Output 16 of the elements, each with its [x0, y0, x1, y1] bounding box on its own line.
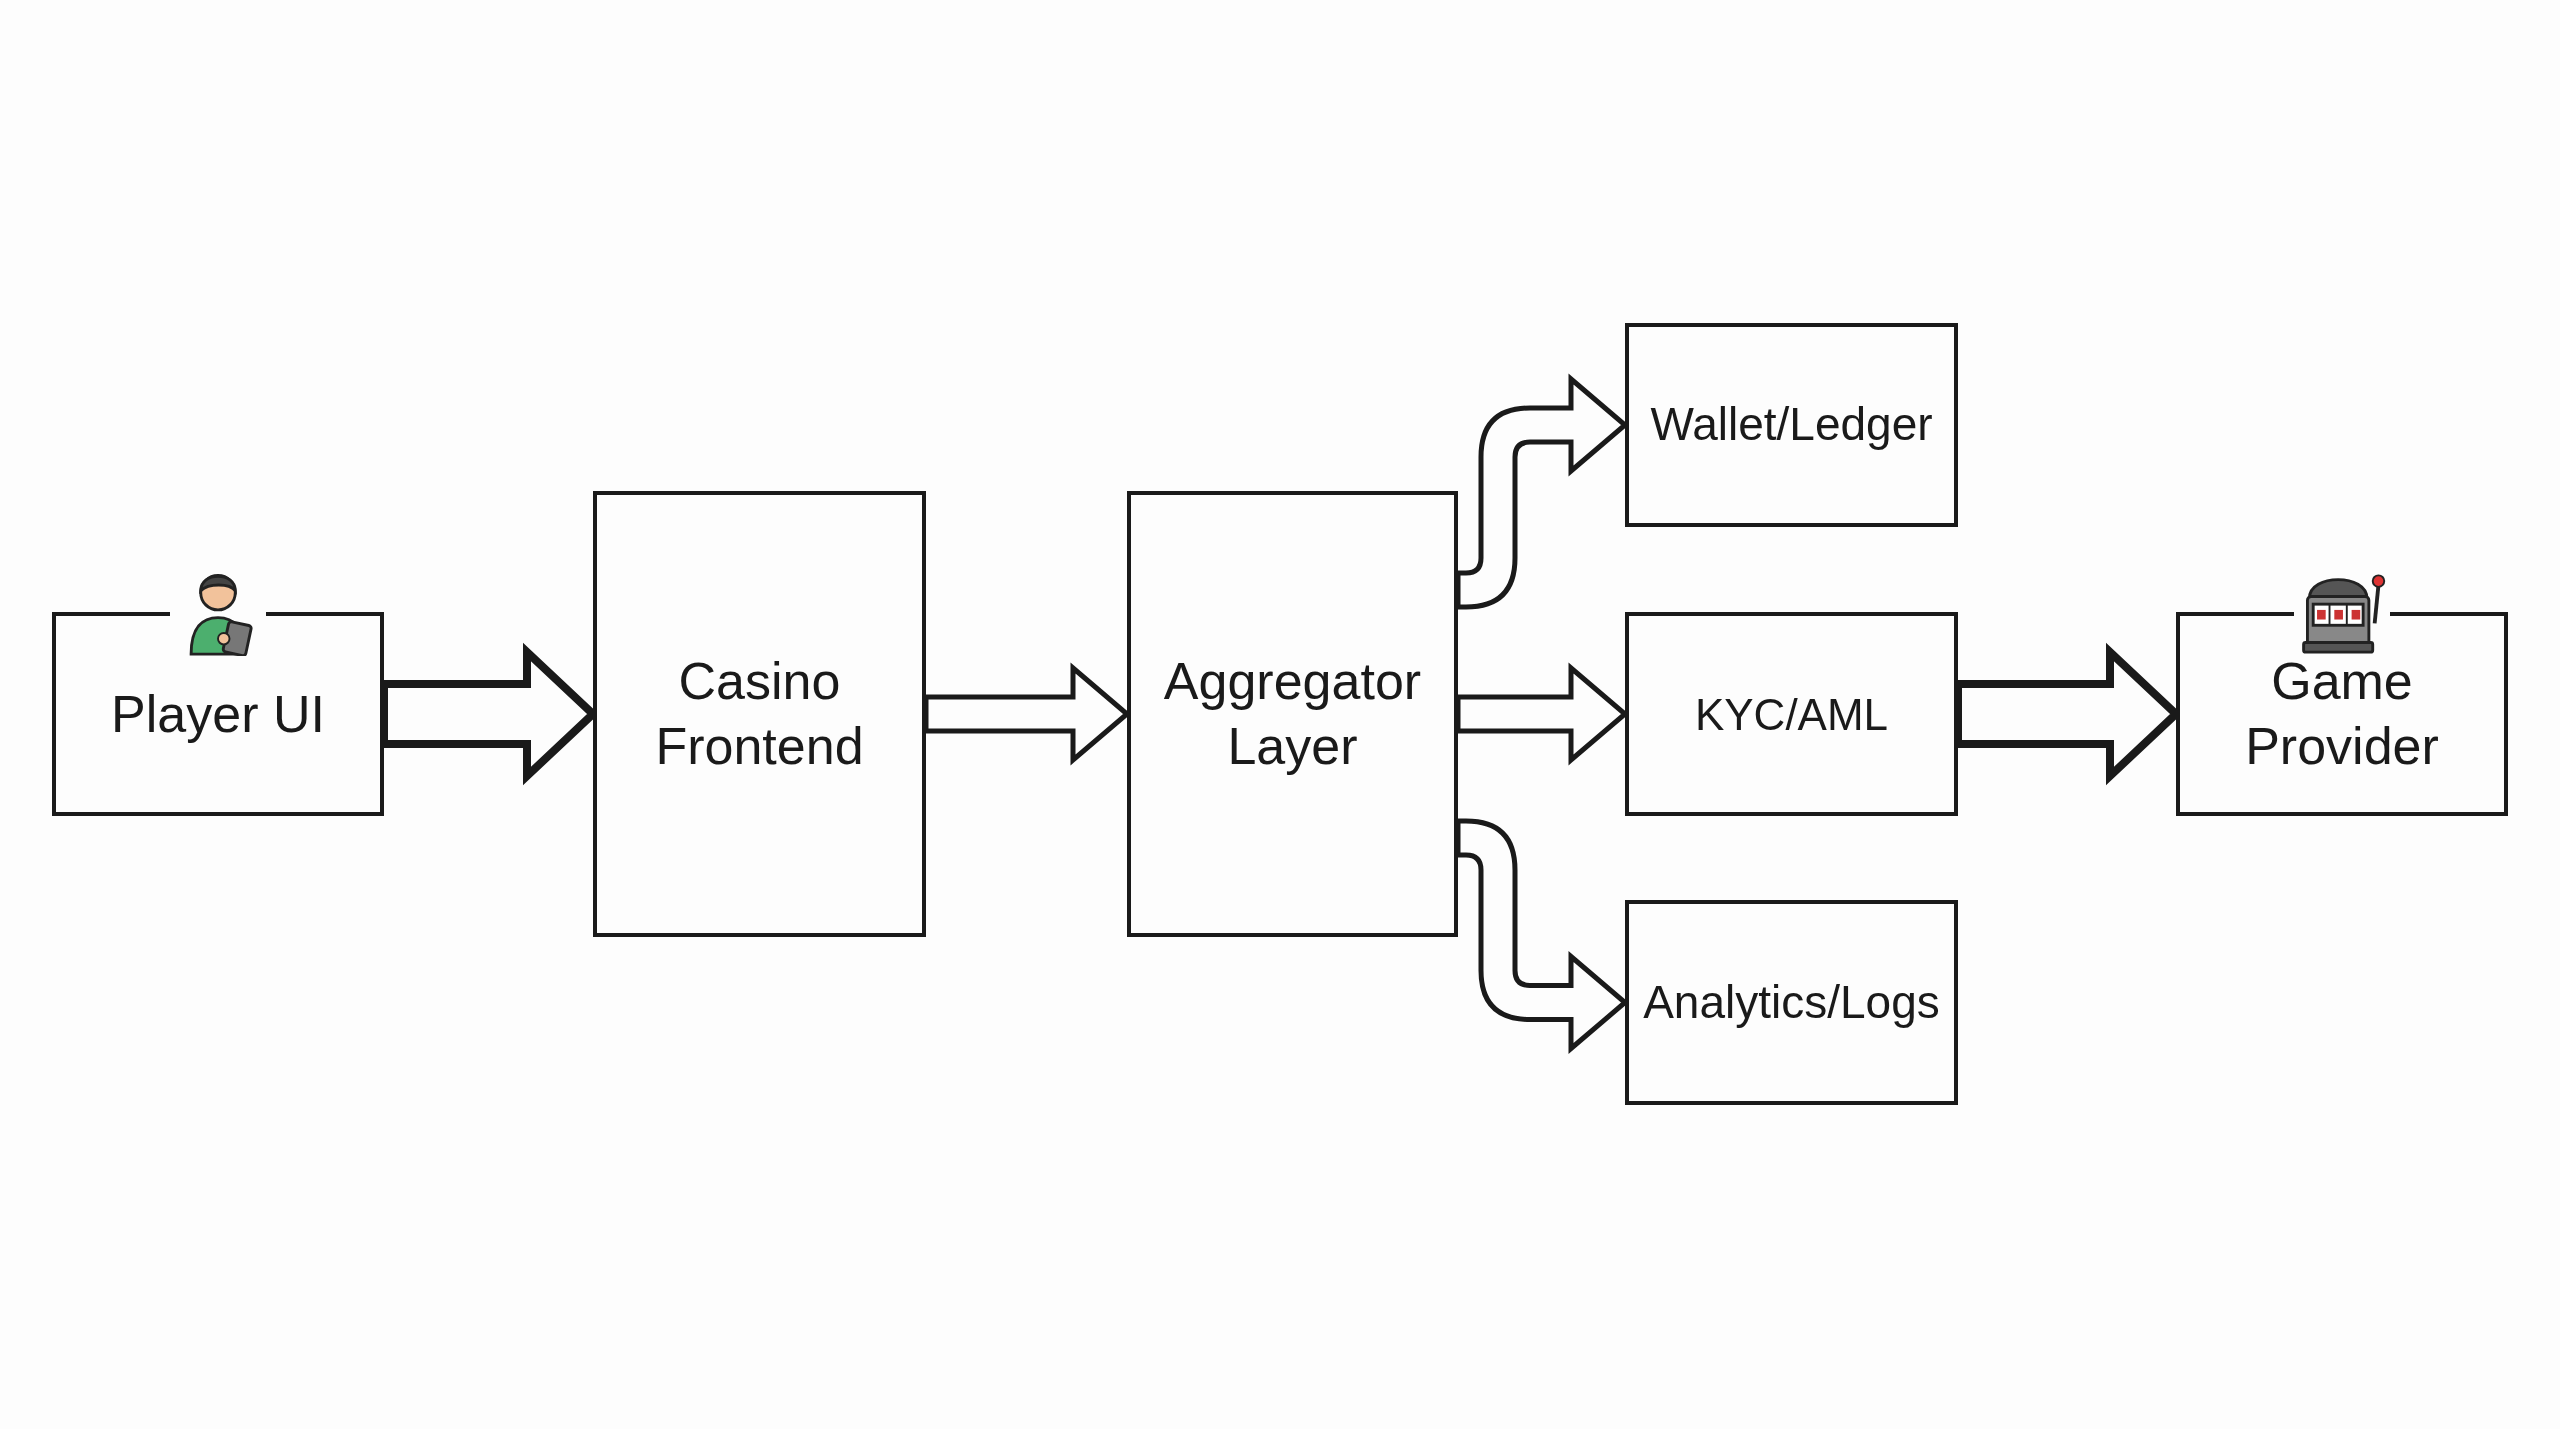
process-box	[1625, 612, 1958, 816]
process-box	[1127, 491, 1458, 937]
box-label: Player UI	[111, 683, 325, 745]
hollow-arrow	[1455, 376, 1628, 610]
process-box	[2176, 612, 2508, 816]
box-label: Wallet/Ledger	[1650, 397, 1933, 453]
box-label: Aggregator Layer	[1162, 651, 1423, 777]
box-label: Analytics/Logs	[1643, 974, 1940, 1030]
process-box	[52, 612, 384, 816]
process-box	[1625, 900, 1958, 1105]
box-label: Casino Frontend	[654, 651, 865, 777]
process-box	[593, 491, 926, 937]
process-box	[1625, 323, 1958, 527]
box-label: Game Provider	[2244, 651, 2440, 777]
hollow-arrow	[1455, 818, 1628, 1051]
box-label: KYC/AML	[1694, 688, 1889, 741]
